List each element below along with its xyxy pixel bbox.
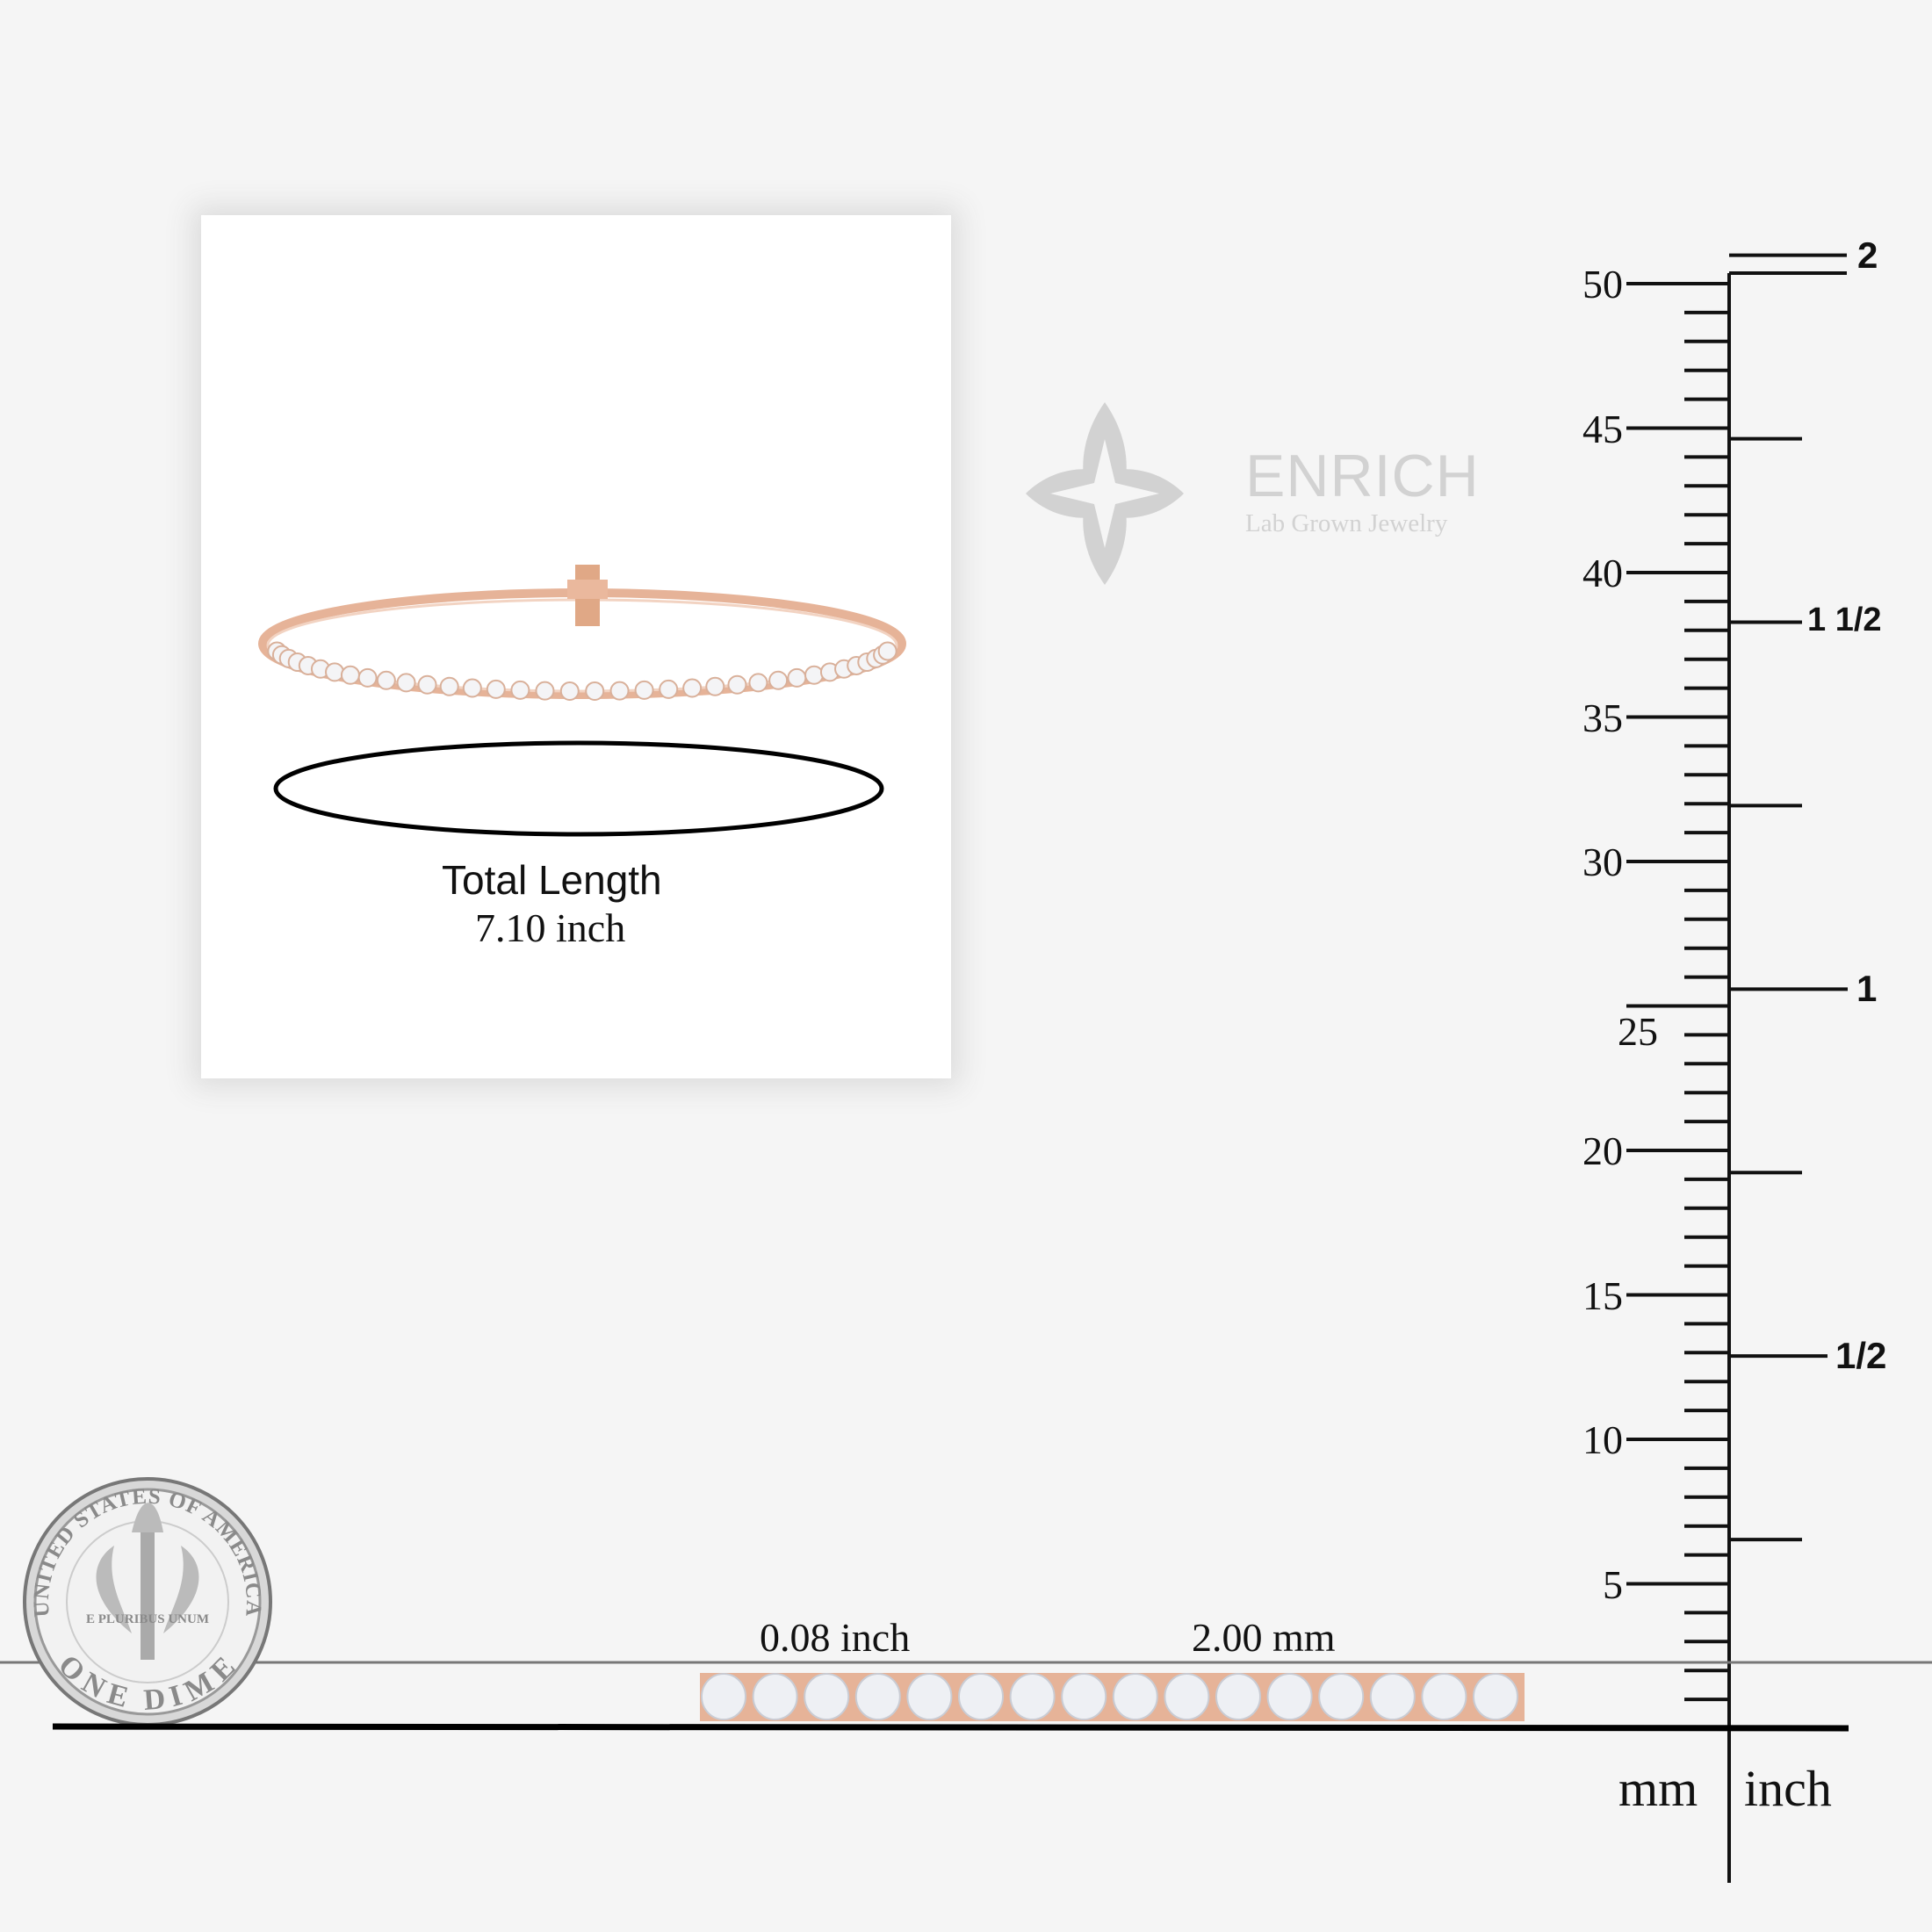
diamond-icon <box>748 673 768 693</box>
diamond-icon <box>877 641 898 661</box>
diamond-icon <box>1164 1673 1210 1720</box>
diamond-icon <box>752 1673 798 1720</box>
inch-label: 1 <box>1856 968 1878 1010</box>
mm-label: 25 <box>1618 1008 1658 1054</box>
diamond-icon <box>462 678 482 698</box>
diamond-icon <box>396 673 416 693</box>
diamond-icon <box>510 680 530 700</box>
diamond-icon <box>1473 1673 1518 1720</box>
enrich-logo-icon <box>1026 402 1184 585</box>
mm-label: 5 <box>1603 1561 1623 1607</box>
mm-label: 30 <box>1582 840 1623 884</box>
diamond-icon <box>768 670 789 690</box>
diamond-icon <box>357 667 378 688</box>
diamond-icon <box>958 1673 1004 1720</box>
mm-label: 10 <box>1582 1417 1623 1462</box>
stone-strip-image <box>700 1673 1525 1721</box>
bracelet-image <box>258 565 906 701</box>
diamond-icon <box>1318 1673 1365 1720</box>
diamond-icon <box>804 665 825 685</box>
brand-name: ENRICH <box>1245 443 1480 509</box>
mm-label: 20 <box>1582 1128 1623 1173</box>
diamond-icon <box>559 681 580 701</box>
mm-label: 15 <box>1582 1272 1623 1318</box>
inch-label: 2 <box>1857 234 1878 276</box>
inch-label: 1/2 <box>1835 1335 1887 1377</box>
diamond-icon <box>1061 1673 1107 1720</box>
diamond-icon <box>1112 1673 1158 1720</box>
diamond-icon <box>804 1673 850 1720</box>
inch-label: 1 1/2 <box>1807 601 1882 638</box>
diamond-icon <box>906 1673 953 1720</box>
diamond-icon <box>535 681 555 701</box>
diamond-icon <box>787 667 807 688</box>
diamond-icon <box>1009 1673 1056 1720</box>
diamond-icon <box>439 676 459 696</box>
width-mm-label: 2.00 mm <box>1192 1615 1336 1660</box>
diamond-icon <box>1215 1673 1261 1720</box>
diamond-icon <box>727 674 747 695</box>
total-length-label: Total Length <box>442 857 662 903</box>
diamond-icon <box>659 679 679 699</box>
diamond-icon <box>1421 1673 1467 1720</box>
diamond-icon <box>705 676 725 696</box>
mm-label: 40 <box>1582 551 1623 595</box>
mm-label: 50 <box>1582 262 1623 306</box>
width-inch-label: 0.08 inch <box>760 1615 911 1660</box>
diamond-icon <box>1266 1673 1313 1720</box>
product-image-panel <box>201 215 951 1078</box>
diamond-icon <box>417 674 437 695</box>
diamond-icon <box>376 670 396 690</box>
dime-coin-icon: UNITED STATES OF AMERICA E PLURIBUS UNUM… <box>23 1477 272 1727</box>
diamond-icon <box>1369 1673 1416 1720</box>
length-ellipse <box>273 740 884 837</box>
diamond-icon <box>634 680 654 700</box>
diamond-icon <box>609 681 630 701</box>
brand-tagline: Lab Grown Jewelry <box>1245 509 1448 537</box>
diamond-icon <box>486 679 506 699</box>
coin-motto: E PLURIBUS UNUM <box>86 1612 209 1626</box>
diamond-icon <box>340 665 360 685</box>
diamond-icon <box>325 662 345 682</box>
diamond-icon <box>701 1673 746 1720</box>
diamond-icon <box>854 1673 901 1720</box>
ruler <box>1626 253 1848 1883</box>
total-length-value: 7.10 inch <box>475 905 626 950</box>
mm-label: 45 <box>1582 406 1623 451</box>
ground-line <box>52 1723 1849 1732</box>
mm-label: 35 <box>1582 695 1623 740</box>
diamond-icon <box>682 678 703 698</box>
inch-unit-label: inch <box>1744 1760 1832 1817</box>
diamond-icon <box>585 681 605 701</box>
mm-unit-label: mm <box>1618 1760 1698 1817</box>
